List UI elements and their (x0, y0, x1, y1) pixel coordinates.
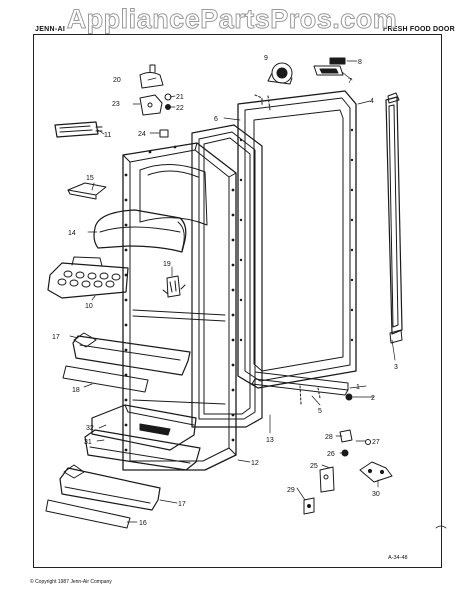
hinge-bracket-parts (54, 64, 172, 138)
callout-22: 22 (176, 105, 184, 112)
part-callouts: 1 2 3 4 5 6 7 8 9 10 11 12 13 14 15 16 1… (52, 55, 398, 527)
callout-24: 24 (138, 131, 146, 138)
callout-4: 4 (370, 98, 374, 105)
door-panel (237, 90, 357, 389)
callout-13: 13 (266, 437, 274, 444)
callout-23: 23 (112, 101, 120, 108)
top-hinge-parts (254, 57, 346, 111)
callout-16: 16 (139, 520, 147, 527)
door-liner (122, 142, 237, 471)
callout-12: 12 (251, 460, 259, 467)
callout-18: 18 (72, 387, 80, 394)
callout-17-lower: 17 (178, 501, 186, 508)
dairy-cover (93, 209, 187, 253)
callout-20: 20 (113, 77, 121, 84)
callout-26: 26 (327, 451, 335, 458)
egg-tray (47, 256, 129, 299)
callout-5: 5 (318, 408, 322, 415)
header-brand-code: JENN-AI (35, 26, 66, 33)
callout-25: 25 (310, 463, 318, 470)
watermark-text: AppliancePartsPros.com (66, 4, 398, 35)
bottom-door-shelf (45, 464, 161, 529)
upper-door-shelf (62, 332, 191, 393)
callout-21: 21 (176, 94, 184, 101)
door-handle (385, 92, 403, 344)
callout-17-upper: 17 (52, 334, 60, 341)
copyright-notice: © Copyright 1987 Jenn-Air Company (30, 579, 112, 585)
callout-14: 14 (68, 230, 76, 237)
callout-3: 3 (394, 364, 398, 371)
header-rule (33, 34, 441, 35)
callout-31: 31 (84, 439, 92, 446)
lower-bin (84, 404, 201, 471)
screw-part-2 (345, 393, 353, 401)
callout-15: 15 (86, 175, 94, 182)
callout-9: 9 (264, 55, 268, 62)
callout-10: 10 (85, 303, 93, 310)
document-code: A-34-48 (388, 555, 408, 561)
bottom-channel (251, 371, 349, 405)
callout-19: 19 (163, 261, 171, 268)
small-tray (67, 182, 107, 200)
callout-28: 28 (325, 434, 333, 441)
door-gasket (191, 124, 263, 428)
callout-1: 1 (356, 384, 360, 391)
callout-29: 29 (287, 487, 295, 494)
callout-7: 7 (348, 78, 352, 85)
callout-2: 2 (371, 395, 375, 402)
callout-8: 8 (358, 59, 362, 66)
margin-mark (435, 525, 447, 529)
callout-30: 30 (372, 491, 380, 498)
diagram-frame (33, 34, 442, 568)
callout-27: 27 (372, 439, 380, 446)
callout-6: 6 (214, 116, 218, 123)
leader-lines (69, 60, 396, 523)
callout-11: 11 (104, 132, 111, 139)
callout-32: 32 (86, 425, 94, 432)
bracket-part-19 (162, 275, 186, 298)
header-section-title: FRESH FOOD DOOR (383, 26, 455, 33)
